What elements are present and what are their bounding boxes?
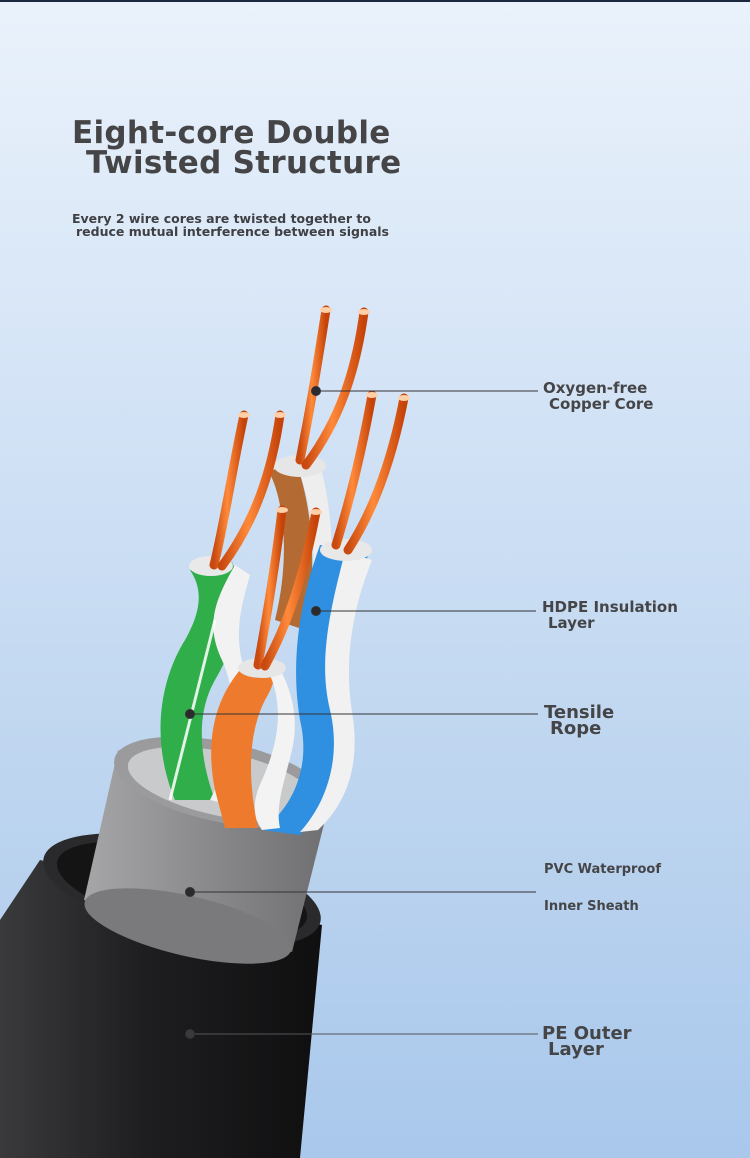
label-pe-line1: PE Outer	[542, 1023, 632, 1044]
title-line-2: Twisted Structure	[86, 145, 402, 181]
copper-core-tips	[238, 307, 410, 515]
callout-dot-rope	[185, 709, 195, 719]
callout-dot-pe	[185, 1029, 195, 1039]
page-title: Eight-core Double Twisted Structure	[72, 115, 402, 181]
label-hdpe-line2: Layer	[548, 614, 595, 632]
label-hdpe-line1: HDPE Insulation	[542, 598, 678, 616]
label-copper-core: Oxygen-free Copper Core	[543, 380, 653, 412]
label-rope-line1: Tensile	[544, 702, 615, 723]
top-border-line	[0, 0, 750, 2]
subtitle-line-2: reduce mutual interference between signa…	[76, 224, 389, 239]
label-copper-core-line2: Copper Core	[549, 395, 654, 413]
label-pe-outer: PE Outer Layer	[542, 1023, 632, 1060]
copper-cores	[209, 305, 409, 671]
page-subtitle: Every 2 wire cores are twisted together …	[72, 212, 389, 238]
label-copper-core-line1: Oxygen-free	[543, 379, 648, 397]
label-pe-line2: Layer	[548, 1039, 604, 1060]
callout-dot-copper	[311, 386, 321, 396]
label-pvc-line1: PVC Waterproof	[544, 862, 661, 877]
callout-dot-hdpe	[311, 606, 321, 616]
label-tensile-rope: Tensile Rope	[544, 702, 615, 739]
callout-dot-pvc	[185, 887, 195, 897]
subtitle-line-1: Every 2 wire cores are twisted together …	[72, 211, 371, 226]
label-hdpe-insulation: HDPE Insulation Layer	[542, 599, 678, 631]
label-pvc-line2: Inner Sheath	[544, 899, 639, 914]
title-line-1: Eight-core Double	[72, 115, 391, 151]
callout-leaders	[185, 386, 538, 1039]
label-rope-line2: Rope	[550, 718, 602, 739]
